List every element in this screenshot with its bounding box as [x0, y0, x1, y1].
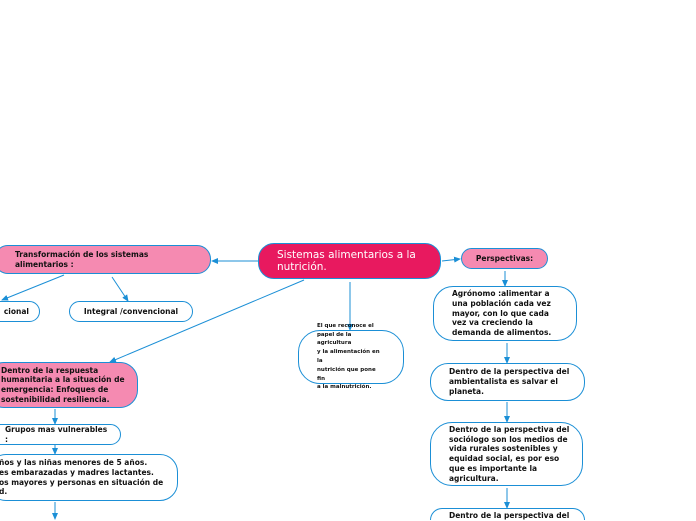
node-perspectivas[interactable]: Perspectivas: — [461, 248, 548, 269]
node-respuesta-text: Dentro de la respuesta humanitaria a la … — [1, 365, 125, 404]
node-grupos-text: Grupos mas vulnerables : — [5, 424, 108, 444]
node-perspectiva-cortada[interactable]: Dentro de la perspectiva del — [430, 508, 585, 520]
node-integral-convencional[interactable]: Integral /convencional — [69, 301, 193, 322]
node-transformacion[interactable]: Transformación de los sistemas alimentar… — [0, 245, 211, 274]
node-reconoce-agricultura[interactable]: El que reconoce el papel de la agricultu… — [298, 323, 404, 390]
node-sistemas-alimentarios[interactable]: Sistemas alimentarios a la nutrición. — [258, 243, 441, 279]
edge-transformacion-to-integral — [111, 276, 129, 302]
node-perspectivas-text: Perspectivas: — [475, 253, 534, 263]
node-ninos-menores[interactable]: ños y las niñas menores de 5 años. es em… — [0, 454, 178, 501]
node-ambientalista[interactable]: Dentro de la perspectiva del ambientalis… — [430, 363, 585, 401]
node-reconoce-text: El que reconoce el papel de la agricultu… — [317, 322, 380, 391]
node-sistemas-alimentarios-text: Sistemas alimentarios a la nutrición. — [277, 248, 416, 273]
node-ambientalista-text: Dentro de la perspectiva del ambientalis… — [449, 367, 570, 396]
node-agronomo[interactable]: Agrónomo :alimentar a una población cada… — [433, 286, 577, 341]
node-agronomo-text: Agrónomo :alimentar a una población cada… — [452, 289, 552, 338]
node-transformacion-text: Transformación de los sistemas alimentar… — [15, 249, 149, 269]
node-ninos-text: ños y las niñas menores de 5 años. es em… — [0, 458, 164, 497]
node-grupos-vulnerables[interactable]: Grupos mas vulnerables : — [0, 424, 121, 445]
node-respuesta-humanitaria[interactable]: Dentro de la respuesta humanitaria a la … — [0, 362, 138, 408]
edge-main-to-respuesta — [109, 279, 305, 363]
edge-transformacion-to-cional — [1, 274, 65, 301]
node-integral-text: Integral /convencional — [83, 306, 179, 316]
node-ultimo-text: Dentro de la perspectiva del — [449, 511, 570, 520]
edge-main-to-perspectivas — [441, 256, 461, 263]
node-sociologo-text: Dentro de la perspectiva del sociólogo s… — [449, 424, 570, 483]
node-cional[interactable]: cional — [0, 301, 40, 322]
node-cional-text: cional — [3, 306, 29, 316]
node-sociologo[interactable]: Dentro de la perspectiva del sociólogo s… — [430, 422, 583, 486]
